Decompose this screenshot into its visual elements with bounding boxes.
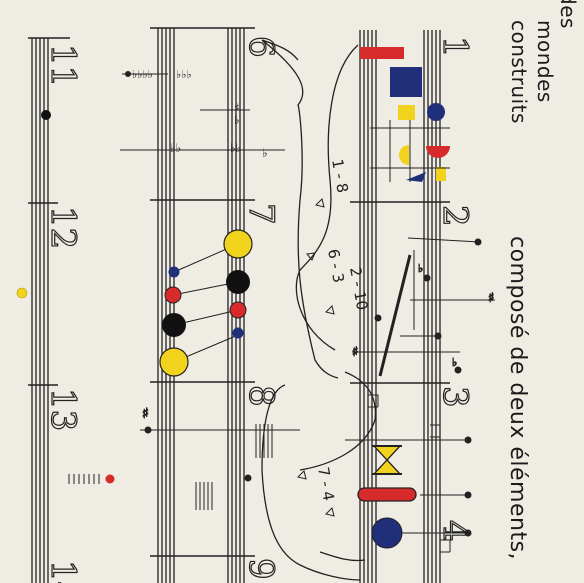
measure-number-2: 2 bbox=[435, 205, 475, 227]
svg-text:♭: ♭ bbox=[234, 113, 240, 127]
svg-text:♯: ♯ bbox=[234, 101, 240, 115]
accidental-marks-top: ♭♭♭♭ ♭♭♭ ♯ ♭ ♭♭ ♭♭ ♭ bbox=[120, 68, 285, 160]
svg-text:♭: ♭ bbox=[262, 146, 268, 160]
measure-number-3: 3 bbox=[435, 386, 475, 408]
svg-text:♯: ♯ bbox=[142, 406, 149, 422]
yellow-dot bbox=[16, 287, 28, 299]
note-dot bbox=[41, 110, 51, 120]
lower-middle-marks: ♯ bbox=[140, 406, 300, 510]
measure-number-13: 13 bbox=[43, 388, 83, 431]
measure-2-marks: ♭ ♯ ♯ ♭ bbox=[352, 237, 495, 377]
geometric-shapes bbox=[360, 47, 450, 182]
text-line-construits: construits bbox=[507, 20, 531, 124]
text-line-compose: composé de deux éléments, bbox=[505, 236, 530, 561]
text-line-des: des bbox=[556, 0, 580, 29]
yellow-circle bbox=[223, 229, 253, 259]
svg-text:♭♭: ♭♭ bbox=[170, 141, 181, 155]
black-circle bbox=[226, 270, 250, 294]
tempo-mark-1: 1 - 8 bbox=[328, 158, 352, 195]
black-circle bbox=[162, 313, 186, 337]
svg-text:♭: ♭ bbox=[452, 356, 457, 369]
measure-number-11: 11 bbox=[43, 44, 83, 87]
middle-staff bbox=[150, 27, 255, 583]
measure-number-1: 1 bbox=[435, 36, 475, 58]
svg-text:♭♭: ♭♭ bbox=[230, 141, 241, 155]
svg-text:♭: ♭ bbox=[418, 262, 423, 275]
measure-3-marks bbox=[345, 394, 472, 553]
red-circle bbox=[229, 301, 247, 319]
measure-number-6: 6 bbox=[241, 36, 281, 58]
tick-cluster-left bbox=[68, 474, 100, 484]
measure-number-8: 8 bbox=[241, 385, 281, 407]
right-measure-numbers: 1 2 3 4 bbox=[434, 35, 475, 542]
grid-lines bbox=[370, 120, 450, 182]
red-dot bbox=[105, 474, 115, 484]
measure-number-12: 12 bbox=[43, 206, 83, 249]
measure-number-9: 9 bbox=[241, 558, 281, 580]
blue-circle bbox=[168, 266, 180, 278]
tempo-mark-4: 7 - 4 bbox=[314, 466, 338, 503]
text-line-mondes: mondes bbox=[533, 20, 557, 103]
arrow-marks bbox=[297, 198, 335, 517]
blue-circle bbox=[232, 327, 244, 339]
left-measure-numbers: 11 12 13 14 bbox=[42, 43, 83, 583]
measure-number-7: 7 bbox=[241, 203, 281, 225]
curve-shapes bbox=[261, 39, 377, 581]
svg-text:♭♭♭♭: ♭♭♭♭ bbox=[132, 68, 153, 81]
tempo-mark-2: 6 - 3 bbox=[324, 248, 348, 285]
svg-text:♭♭♭: ♭♭♭ bbox=[176, 68, 192, 81]
red-circle bbox=[164, 286, 182, 304]
yellow-circle bbox=[159, 347, 189, 377]
svg-text:♯: ♯ bbox=[488, 291, 494, 306]
left-staff bbox=[28, 37, 70, 583]
measure-number-4: 4 bbox=[435, 520, 475, 542]
measure-number-14: 14 bbox=[43, 560, 83, 583]
